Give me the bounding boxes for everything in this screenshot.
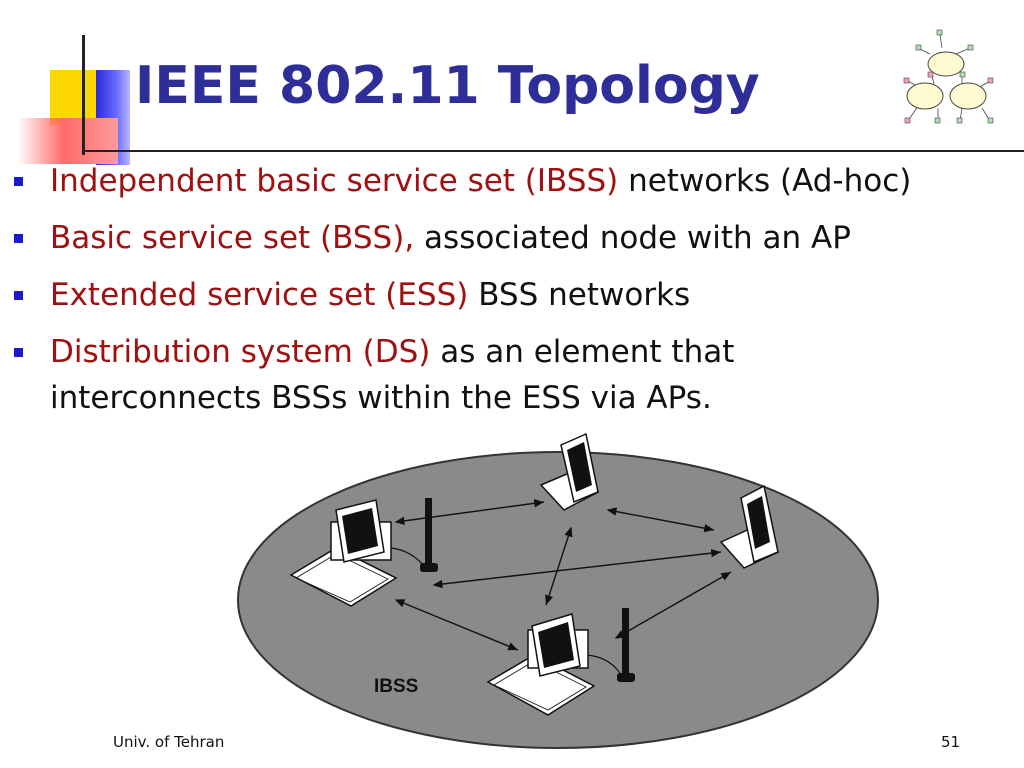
bullet-square-icon — [14, 291, 23, 300]
antenna-icon — [617, 608, 635, 682]
bullet-highlight: Basic service set (BSS), — [50, 220, 415, 256]
bullet-item: Distribution system (DS) as an element t… — [0, 329, 1024, 421]
bullet-text: associated node with an AP — [414, 220, 851, 256]
bullet-item: Independent basic service set (IBSS) net… — [0, 158, 1024, 204]
bullet-text: as an element that — [430, 334, 735, 370]
decor-red-square — [18, 118, 118, 164]
laptop-icon — [719, 484, 780, 569]
bullet-text: networks (Ad-hoc) — [618, 163, 912, 199]
bullet-square-icon — [14, 348, 23, 357]
bullet-highlight: Extended service set (ESS) — [50, 277, 469, 313]
ibss-diagram: IBSS — [237, 432, 879, 749]
bullet-list: Independent basic service set (IBSS) net… — [0, 158, 1024, 432]
page-number: 51 — [941, 733, 961, 751]
bullet-square-icon — [14, 177, 23, 186]
desktop-computer-icon — [486, 613, 622, 716]
bullet-highlight: Independent basic service set (IBSS) — [50, 163, 619, 199]
footer-text: Univ. of Tehran — [113, 733, 225, 751]
network-cloud-logo-icon — [903, 29, 994, 124]
laptop-icon — [539, 432, 600, 511]
decor-horizontal-line — [82, 150, 1024, 152]
bullet-highlight: Distribution system (DS) — [50, 334, 431, 370]
bullet-item: Extended service set (ESS) BSS networks — [0, 272, 1024, 318]
bullet-item: Basic service set (BSS), associated node… — [0, 215, 1024, 261]
decor-vertical-line — [82, 35, 85, 155]
bullet-text: BSS networks — [468, 277, 691, 313]
ibss-label: IBSS — [374, 676, 418, 697]
decor-yellow-square — [50, 70, 102, 125]
bullet-text-continued: interconnects BSSs within the ESS via AP… — [50, 380, 712, 416]
slide-title: IEEE 802.11 Topology — [135, 56, 760, 116]
antenna-icon — [420, 498, 438, 572]
desktop-computer-icon — [289, 499, 427, 607]
bullet-square-icon — [14, 234, 23, 243]
